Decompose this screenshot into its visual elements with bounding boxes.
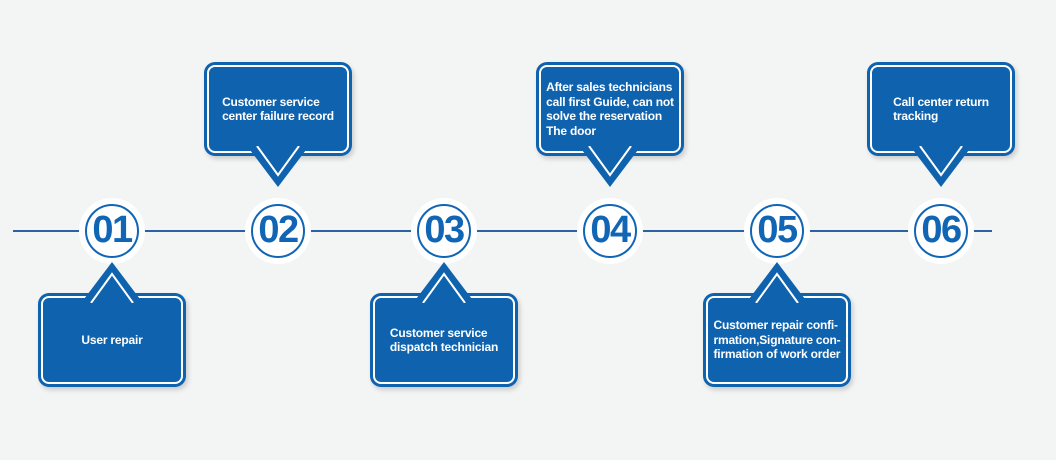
step-4-label: After sales technicians call first Guide… [546, 80, 674, 138]
step-6-number: 06 [921, 209, 962, 251]
step-1-node: 01 [79, 198, 145, 264]
bubble-pointer-down-icon [910, 146, 972, 187]
step-6-label: Call center return tracking [893, 94, 989, 124]
step-2-node: 02 [245, 198, 311, 264]
step-2-label: Customer service center failure record [222, 94, 334, 124]
step-1-bubble: User repair [38, 262, 186, 387]
step-4-number: 04 [590, 209, 631, 251]
step-3-bubble: Customer service dispatch technician [370, 262, 518, 387]
step-3-label: Customer service dispatch technician [389, 325, 499, 355]
step-6-number-badge: 06 [914, 204, 968, 258]
step-3-node: 03 [411, 198, 477, 264]
step-5-label: Customer repair confi- rmation,Signature… [713, 318, 841, 362]
step-3-number: 03 [424, 209, 465, 251]
step-2-number-badge: 02 [251, 204, 305, 258]
bubble-pointer-up-icon [81, 262, 143, 303]
step-1-number: 01 [92, 209, 133, 251]
step-5-number-badge: 05 [750, 204, 804, 258]
step-4-bubble: After sales technicians call first Guide… [536, 62, 684, 187]
step-3-number-badge: 03 [417, 204, 471, 258]
step-5-bubble: Customer repair confi- rmation,Signature… [703, 262, 851, 387]
bubble-pointer-down-icon [579, 146, 641, 187]
step-6-bubble: Call center return tracking [867, 62, 1015, 187]
timeline-line [13, 230, 992, 232]
step-5-number: 05 [757, 209, 798, 251]
step-4-number-badge: 04 [583, 204, 637, 258]
step-6-node: 06 [908, 198, 974, 264]
bubble-pointer-down-icon [247, 146, 309, 187]
step-4-node: 04 [577, 198, 643, 264]
step-1-number-badge: 01 [85, 204, 139, 258]
bubble-pointer-up-icon [746, 262, 808, 303]
bubble-pointer-up-icon [413, 262, 475, 303]
step-1-label: User repair [81, 332, 143, 347]
step-2-bubble: Customer service center failure record [204, 62, 352, 187]
step-2-number: 02 [258, 209, 299, 251]
step-5-node: 05 [744, 198, 810, 264]
